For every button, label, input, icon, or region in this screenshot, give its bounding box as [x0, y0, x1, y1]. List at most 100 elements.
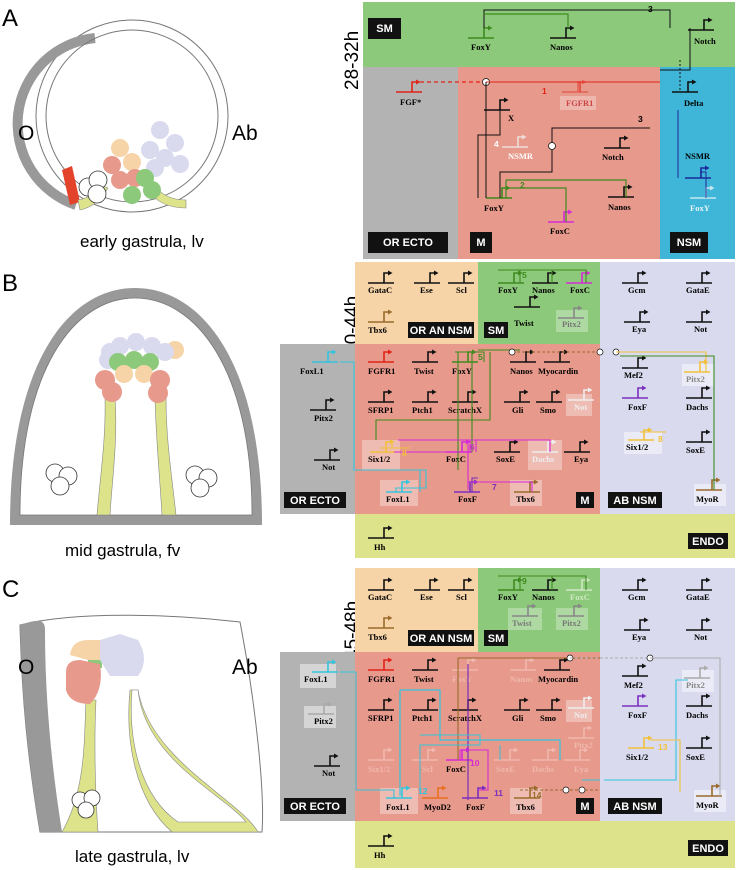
gene-label-smo-c: Smo: [540, 713, 556, 723]
gene-label-foxc-sm-c: FoxC: [570, 592, 590, 602]
gene-label-nanos-sm-c: Nanos: [532, 592, 555, 602]
gene-label-twist-sm-c: Twist: [512, 618, 532, 628]
gene-label-foxl1-b: FoxL1: [386, 494, 410, 504]
gene-label-gli-c: Gli: [512, 713, 524, 723]
gene-label-eya-m-c: Eya: [574, 764, 589, 774]
gene-label-not-ab-b: Not: [694, 324, 707, 334]
panel-a-letter: A: [2, 5, 18, 32]
link-num-12: 12: [418, 786, 428, 796]
link-num-8b: 8: [658, 434, 663, 444]
link-num-3b: 3: [638, 114, 643, 124]
gene-label-not-m-c: Not: [574, 710, 587, 720]
link-num-14: 14: [532, 790, 542, 800]
region-m-a: [458, 67, 660, 259]
time-a: 28-32h: [342, 31, 363, 90]
gene-label-dachs-m-b: Dachs: [532, 454, 555, 464]
link-num-11: 11: [494, 788, 503, 798]
region-label-m-a: M: [476, 237, 485, 249]
gene-label-ese-c: Ese: [420, 592, 433, 602]
gene-label-scratchx-b: ScratchX: [448, 405, 483, 415]
region-or-ecto-a: [363, 67, 458, 259]
gene-label-soxe-ab-b: SoxE: [686, 445, 705, 455]
side-label-oral-c: O: [18, 656, 34, 679]
embryo-b: [10, 288, 262, 525]
gene-label-gatae-c: GataE: [686, 592, 710, 602]
link-num-10: 10: [470, 758, 480, 768]
gene-label-foxf-b: FoxF: [458, 494, 477, 504]
region-endo-c: [355, 821, 735, 868]
gene-label-foxy-sm-a: FoxY: [471, 42, 491, 52]
region-nsm-a: [660, 67, 735, 259]
region-label-sm-b: SM: [488, 325, 505, 337]
gene-label-fgf-a: FGF*: [400, 97, 421, 107]
gene-label-nanos-m-a: Nanos: [608, 202, 631, 212]
side-label-aboral: Ab: [232, 122, 258, 145]
region-label-endo-c: ENDO: [692, 843, 724, 855]
link-num-1: 1: [542, 86, 547, 96]
gene-label-eya-ab-c: Eya: [632, 632, 647, 642]
gene-label-pitx2-sm-b: Pitx2: [562, 319, 581, 329]
gene-label-notch-m-a: Notch: [602, 152, 624, 162]
panel-b-letter: B: [2, 270, 18, 297]
gene-label-hh-b: Hh: [374, 542, 386, 552]
gene-label-six12-ab-c: Six1/2: [626, 752, 648, 762]
gene-label-foxy-sm-c: FoxY: [498, 592, 518, 602]
gene-label-x-a: X: [508, 113, 515, 123]
gene-label-gcm-b: Gcm: [628, 285, 645, 295]
gene-label-pitx2-ecto-b: Pitx2: [314, 413, 333, 423]
gene-label-gatac-b: GataC: [368, 285, 392, 295]
gene-label-foxl1-ecto-c: FoxL1: [304, 674, 328, 684]
gene-label-not-ab-c: Not: [694, 632, 707, 642]
region-label-m-b: M: [580, 495, 589, 507]
gene-label-smo-b: Smo: [540, 405, 556, 415]
embryo-c: [19, 614, 264, 833]
grn-a: SM OR ECTO M NSM FoxY Nanos Notch 3 FGF*…: [363, 2, 735, 259]
grn-b: OR AN NSM SM OR ECTO M AB NSM ENDO GataC…: [280, 262, 735, 558]
link-num-4: 4: [494, 139, 499, 149]
gene-label-nanos-sm-a: Nanos: [550, 42, 573, 52]
link-num-9: 9: [522, 576, 527, 586]
gene-label-twist-sm-b: Twist: [514, 318, 534, 328]
gene-label-pitx2-ab-c: Pitx2: [686, 680, 705, 690]
gene-label-foxf-c: FoxF: [466, 802, 485, 812]
gene-label-myod2-c: MyoD2: [424, 802, 451, 812]
gene-label-not-ecto-b: Not: [322, 462, 335, 472]
grn-c: OR AN NSM SM OR ECTO M AB NSM ENDO GataC…: [280, 568, 735, 868]
region-sm-a: [363, 2, 735, 67]
gene-label-pitx2-ecto-c: Pitx2: [314, 716, 333, 726]
region-m-b: [355, 344, 600, 514]
link-num-5b: 5: [478, 352, 483, 362]
region-label-or-an-nsm-c: OR AN NSM: [410, 633, 473, 645]
gene-label-six12-m-c: Six1/2: [368, 764, 390, 774]
gene-label-fgfr1-c: FGFR1: [368, 674, 395, 684]
gene-label-tbx6-m-b: Tbx6: [516, 494, 535, 504]
gene-label-scl-c: Scl: [456, 592, 468, 602]
region-label-or-ecto-c: OR ECTO: [290, 801, 340, 813]
gene-label-mef2-b: Mef2: [624, 370, 643, 380]
region-label-endo-b: ENDO: [692, 536, 724, 548]
gene-label-tbx6-b: Tbx6: [368, 325, 387, 335]
link-num-3a: 3: [648, 4, 653, 14]
region-or-ecto-b: [280, 344, 355, 514]
gene-label-gatac-c: GataC: [368, 592, 392, 602]
gene-label-foxl1-c: FoxL1: [386, 802, 410, 812]
region-label-nsm-a: NSM: [677, 237, 701, 249]
region-ab-nsm-b: [600, 262, 735, 514]
gene-label-pitx2-ab-b: Pitx2: [686, 374, 705, 384]
caption-a: early gastrula, lv: [80, 232, 204, 251]
gene-label-foxl1-ecto-b: FoxL1: [300, 366, 324, 376]
gene-label-hh-c: Hh: [374, 850, 386, 860]
gene-label-foxy-m-a: FoxY: [484, 203, 504, 213]
gene-label-gatae-b: GataE: [686, 285, 710, 295]
gene-label-dachs-ab-b: Dachs: [686, 402, 709, 412]
gene-label-foxc-c: FoxC: [446, 764, 466, 774]
region-label-m-c: M: [580, 801, 589, 813]
gene-label-tbx6-m-c: Tbx6: [516, 802, 535, 812]
link-num-13: 13: [658, 742, 668, 752]
gene-label-sfrp1-c: SFRP1: [368, 713, 394, 723]
gene-label-nsmr-nsm-a: NSMR: [685, 151, 711, 161]
gene-label-fgfr1-a: FGFR1: [566, 98, 593, 108]
gene-label-scratchx-c: ScratchX: [448, 713, 483, 723]
gene-label-nanos-sm-b: Nanos: [532, 285, 555, 295]
